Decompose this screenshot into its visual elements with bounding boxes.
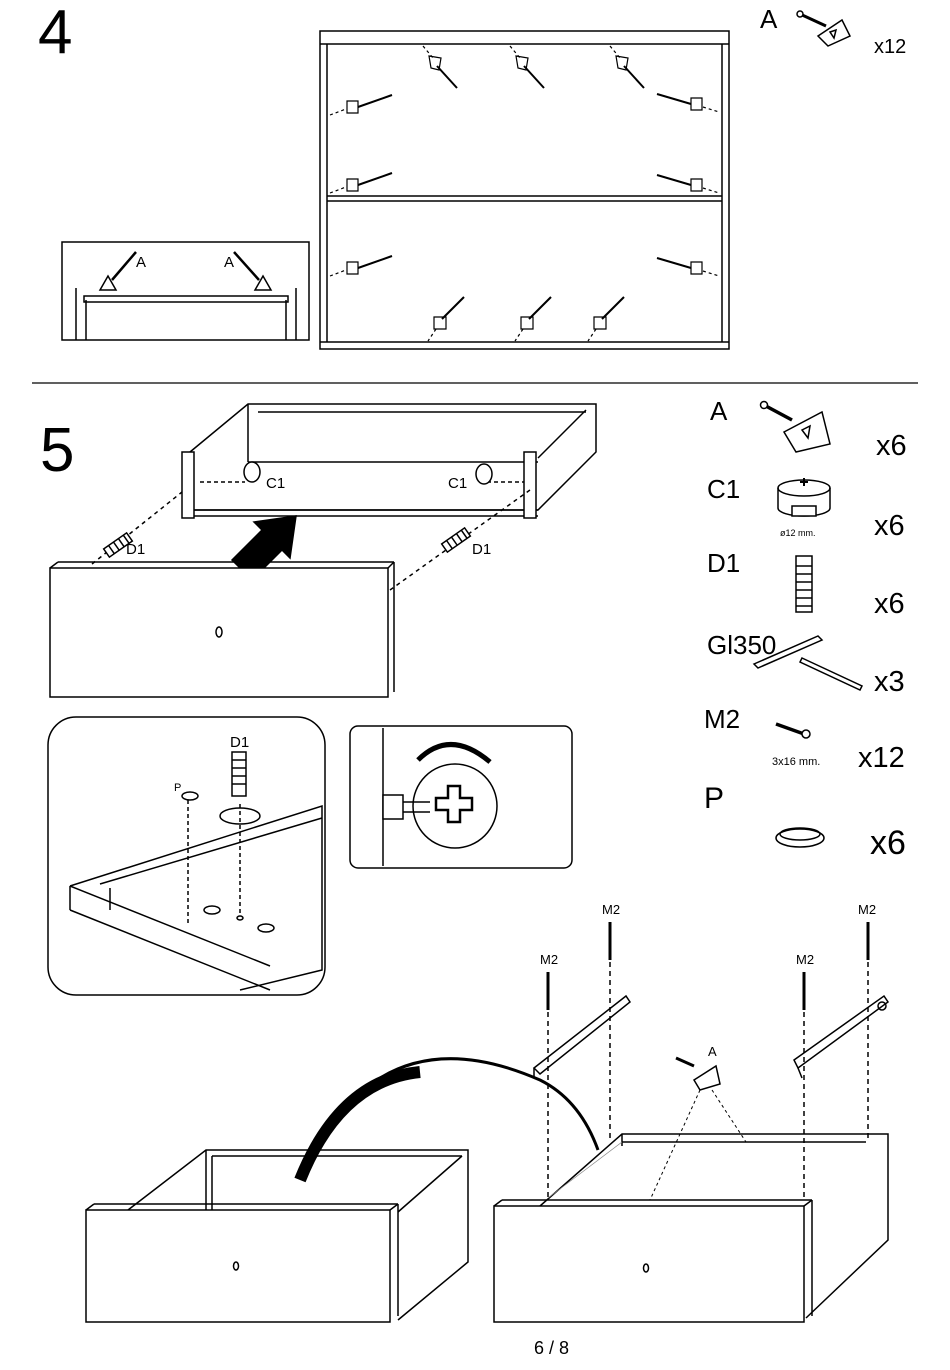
- bracket-bottom-3: [588, 297, 624, 341]
- parts-list-icons: [754, 402, 862, 848]
- label-m2-1: M2: [602, 902, 620, 917]
- page-number: 6 / 8: [534, 1338, 569, 1359]
- part-m2-screw-icon: [776, 724, 810, 738]
- bracket-left-3: [330, 256, 392, 276]
- label-c1-right: C1: [448, 475, 467, 492]
- detail-box-cam: [350, 726, 572, 868]
- step-5-number: 5: [40, 420, 74, 482]
- part-a-code: A: [710, 398, 727, 424]
- detail-label-d1: D1: [230, 734, 249, 751]
- step4-part-qty: x12: [874, 36, 906, 59]
- part-gl350-qty: x3: [874, 668, 905, 697]
- part-m2-code: M2: [704, 706, 740, 732]
- bracket-left-1: [330, 95, 392, 115]
- part-p-code: P: [704, 784, 724, 814]
- label-a-bottom: A: [708, 1044, 717, 1059]
- label-d1-right: D1: [472, 541, 491, 558]
- part-d1-qty: x6: [874, 590, 905, 619]
- detail-box-dowel: [48, 717, 325, 995]
- bracket-bottom-1: [428, 297, 464, 341]
- cabinet-brackets: [330, 46, 719, 341]
- part-a-qty: x6: [876, 432, 907, 461]
- label-c1-left: C1: [266, 475, 285, 492]
- part-d1-dowel-icon: [796, 556, 812, 612]
- part-c1-qty: x6: [874, 512, 905, 541]
- part-p-pad-icon: [776, 828, 824, 847]
- part-a-bottom-icon: [676, 1058, 720, 1090]
- part-c1-cam-icon: [778, 478, 830, 516]
- part-c1-note: ø12 mm.: [780, 528, 816, 538]
- label-m2-3: M2: [796, 952, 814, 967]
- bracket-top-1: [423, 46, 457, 88]
- step4-detail-label-a-right: A: [224, 254, 234, 271]
- drawer-box-exploded: [182, 404, 596, 518]
- bracket-top-3: [610, 46, 644, 88]
- label-d1-left: D1: [126, 541, 145, 558]
- step4-detail-label-a-left: A: [136, 254, 146, 271]
- label-m2-4: M2: [858, 902, 876, 917]
- bracket-right-2: [657, 175, 719, 193]
- part-a-icon-step4: [797, 11, 850, 46]
- detail-label-p: P: [174, 782, 181, 794]
- bracket-right-1: [657, 94, 719, 112]
- step-4-number: 4: [38, 2, 72, 64]
- cabinet-front-view: [320, 31, 729, 349]
- part-gl350-code: Gl350: [707, 632, 776, 658]
- left-drawer: [86, 1150, 468, 1322]
- bracket-bottom-2: [515, 297, 551, 341]
- right-drawer: [494, 1090, 888, 1322]
- part-d1-code: D1: [707, 550, 740, 576]
- part-c1-code: C1: [707, 476, 740, 502]
- dowel-d1-right: [442, 528, 471, 552]
- bracket-top-2: [510, 46, 544, 88]
- label-m2-2: M2: [540, 952, 558, 967]
- rail-right: [794, 996, 888, 1078]
- step4-part-code: A: [760, 6, 777, 32]
- bracket-left-2: [330, 173, 392, 193]
- part-m2-note: 3x16 mm.: [772, 756, 820, 768]
- part-a-icon: [761, 402, 831, 453]
- bracket-right-3: [657, 258, 719, 276]
- part-p-qty: x6: [870, 826, 906, 860]
- step4-detail-box: [62, 242, 309, 340]
- part-m2-qty: x12: [858, 744, 905, 773]
